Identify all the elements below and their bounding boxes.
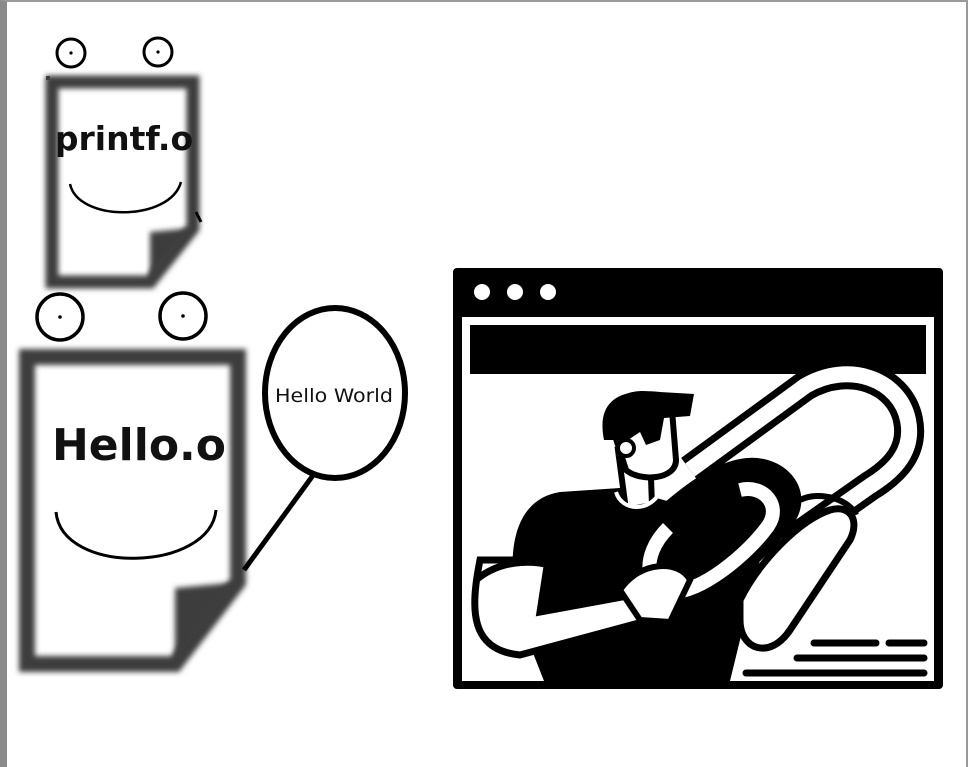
printf-file-label: printf.o [55,119,193,158]
printf-file-icon [45,75,200,289]
text-lines [742,639,928,677]
hello-file-label: Hello.o [52,420,226,471]
hello-smile [54,509,218,560]
hello-file-character: Hello.o [19,291,246,672]
person-holding-chain-link-browser-icon [453,268,943,689]
window-dots [474,284,556,300]
hello-eyes [35,291,208,342]
printf-eyes [55,36,174,69]
speech-bubble-tail [241,472,317,572]
speech-bubble-text: Hello World [275,385,393,407]
printf-smile [68,181,183,214]
printf-file-character: printf.o [45,36,203,289]
hand [616,563,694,626]
chain-link-icon [619,359,925,652]
hello-file-icon [19,349,246,672]
speech-bubble: Hello World [241,305,408,572]
printf-tick [194,211,203,223]
